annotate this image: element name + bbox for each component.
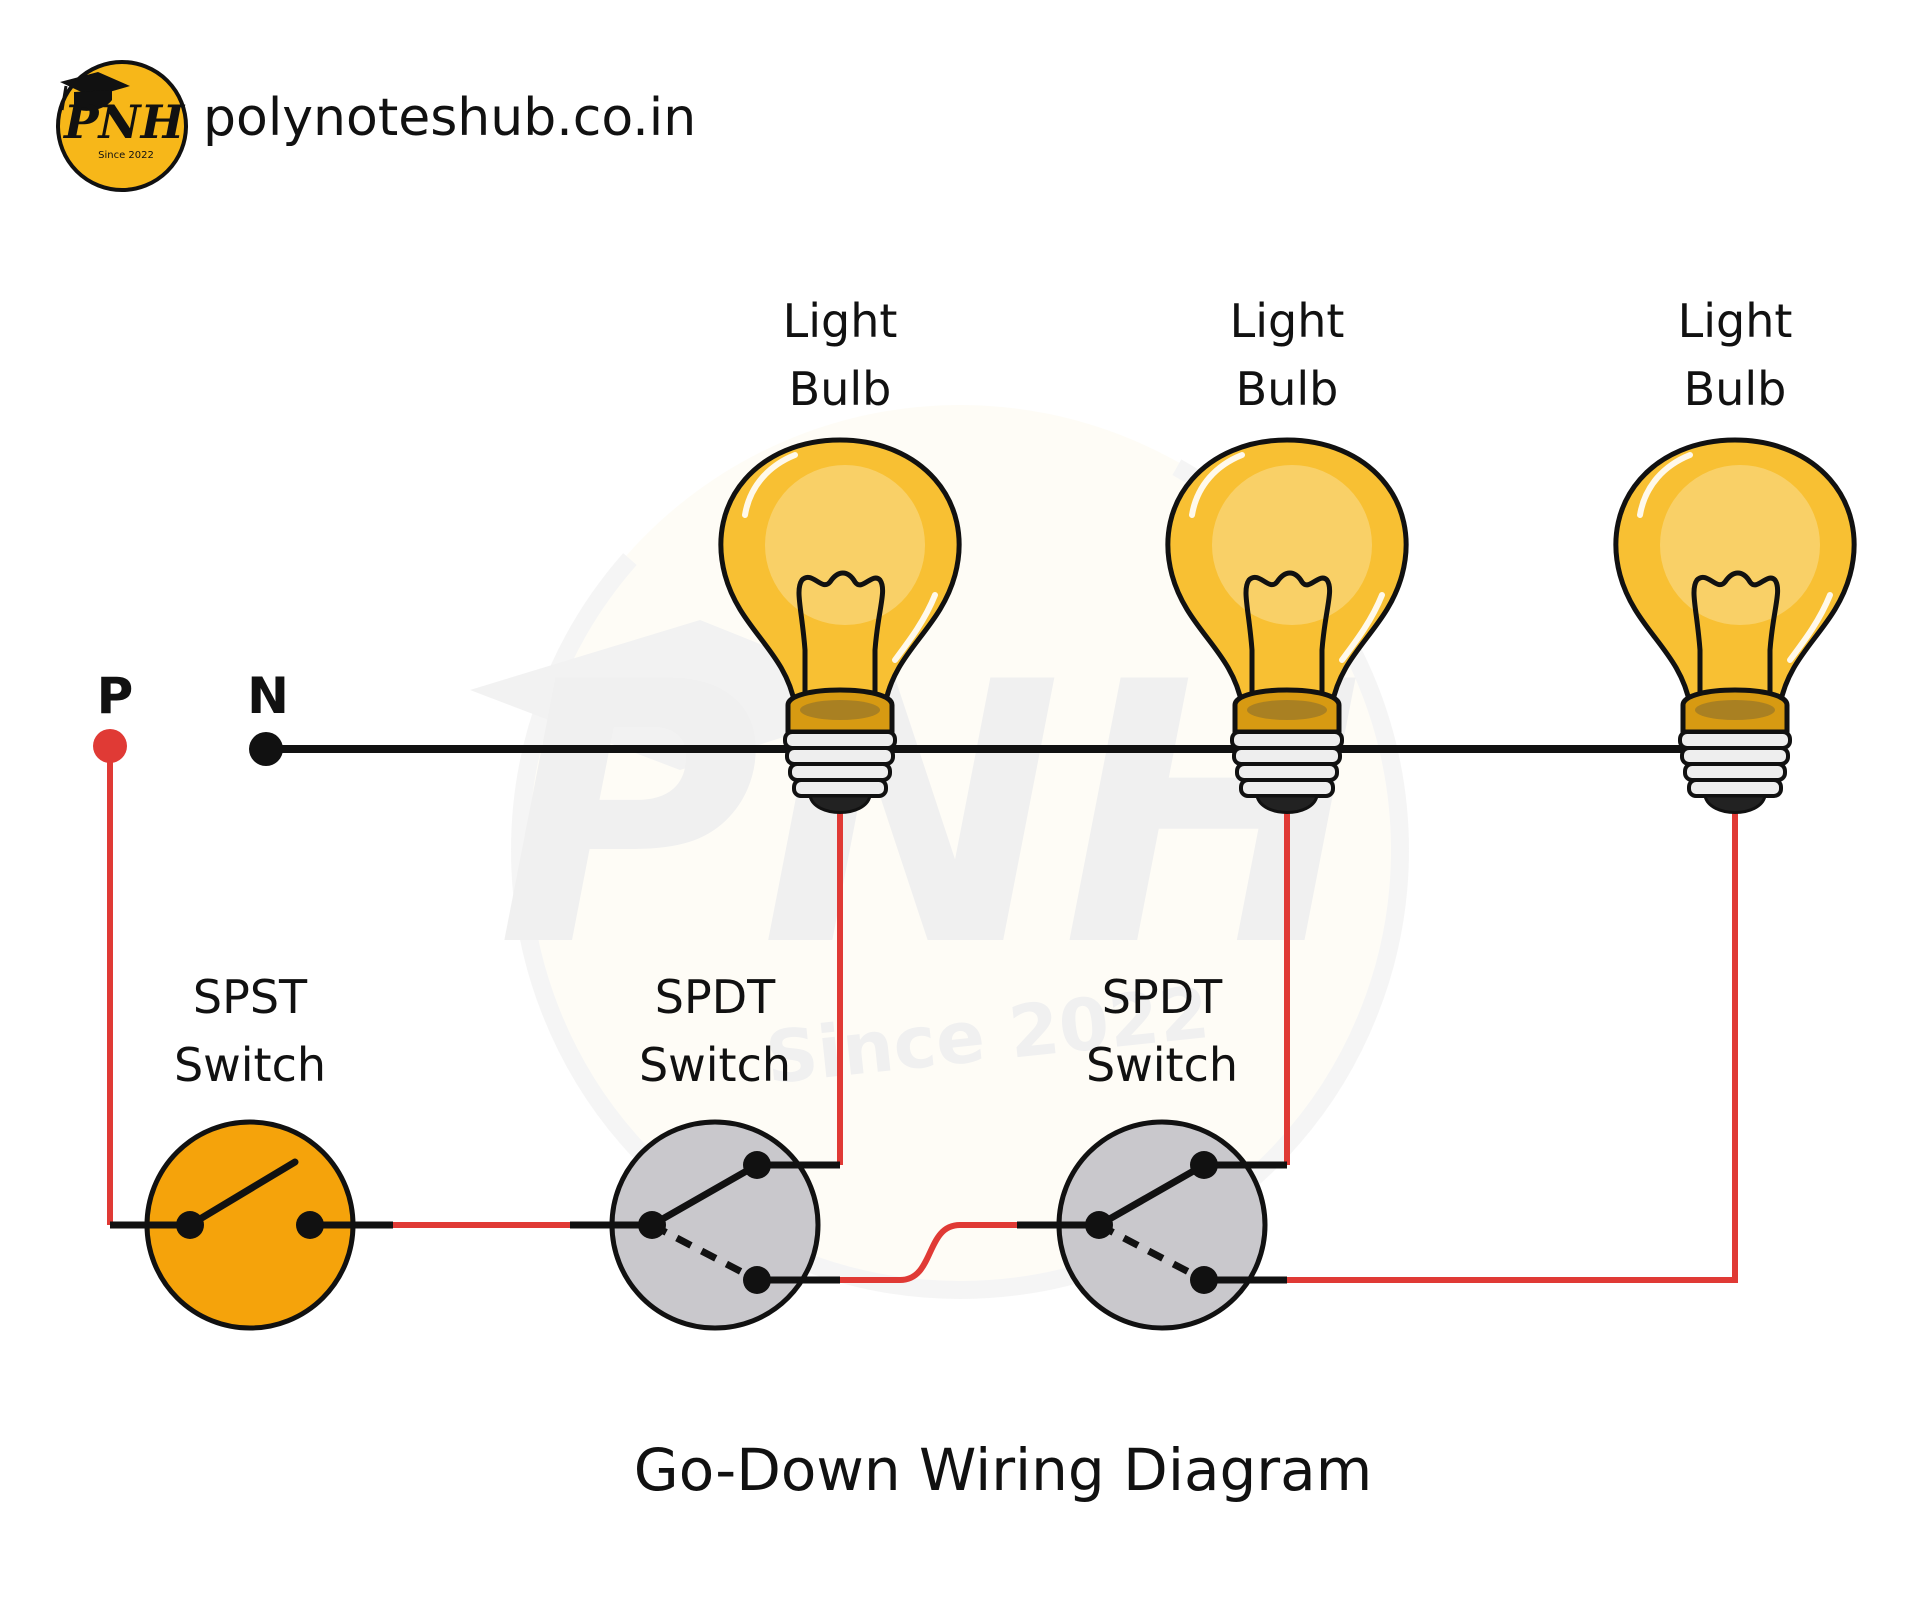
site-url[interactable]: polynoteshub.co.in <box>203 88 696 148</box>
spst-switch: SPST Switch <box>110 970 393 1331</box>
wire-spdt2-to-bulb3 <box>1287 800 1738 1283</box>
bulb-1-label-line2: Bulb <box>789 362 892 416</box>
diagram-caption: Go-Down Wiring Diagram <box>634 1436 1372 1504</box>
spdt2-label-line1: SPDT <box>1102 970 1223 1024</box>
bulb-3-label-line1: Light <box>1678 294 1793 348</box>
spst-label-line2: Switch <box>174 1038 326 1092</box>
spdt-switch-1: SPDT Switch <box>570 970 840 1331</box>
bulb-1-label-line1: Light <box>783 294 898 348</box>
spdt1-label-line2: Switch <box>639 1038 791 1092</box>
watermark-letters: PNH <box>497 606 1363 1025</box>
spdt1-label-line1: SPDT <box>655 970 776 1024</box>
neutral-label: N <box>247 667 289 725</box>
bulb-3-label-line2: Bulb <box>1684 362 1787 416</box>
bulb-2-label-line2: Bulb <box>1236 362 1339 416</box>
spdt2-label-line2: Switch <box>1086 1038 1238 1092</box>
logo-since: Since 2022 <box>98 150 154 161</box>
bulb-2-label-line1: Light <box>1230 294 1345 348</box>
spst-label-line1: SPST <box>193 970 308 1024</box>
logo-text: PNH <box>62 95 186 149</box>
wire-spdt1-to-spdt2 <box>840 1222 1017 1283</box>
phase-terminal: P <box>93 667 133 763</box>
phase-label: P <box>97 667 134 725</box>
brand-logo[interactable]: PNH Since 2022 <box>56 60 188 192</box>
spdt-switch-2: SPDT Switch <box>1017 970 1287 1331</box>
light-bulb-2: Light Bulb <box>1168 294 1406 813</box>
neutral-terminal: N <box>247 667 289 766</box>
light-bulb-3: Light Bulb <box>1616 294 1854 813</box>
light-bulb-1: Light Bulb <box>721 294 959 813</box>
